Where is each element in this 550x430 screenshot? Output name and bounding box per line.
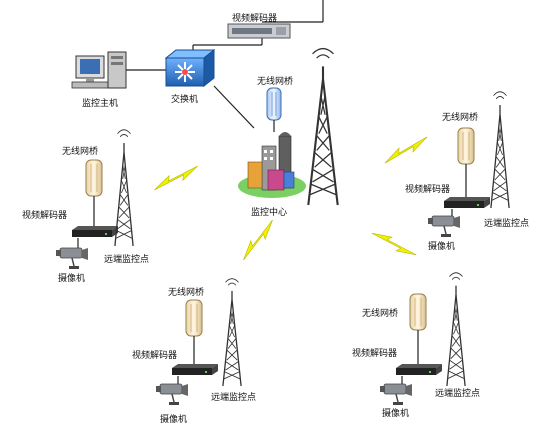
site-decoder[interactable]: [72, 226, 118, 237]
lightning-left: [150, 165, 202, 191]
center-wireless-bridge[interactable]: [266, 87, 282, 121]
building-icon: [238, 132, 306, 198]
site-radio-tower: [446, 272, 466, 387]
site-radio-tower: [490, 91, 510, 209]
site-decoder[interactable]: [444, 197, 490, 208]
site-remote-label: 远端监控点: [435, 387, 480, 399]
site-bridge-label: 无线网桥: [62, 145, 98, 157]
monitoring-center[interactable]: [238, 132, 306, 198]
site-remote-label: 远端监控点: [484, 217, 529, 229]
monitor-host[interactable]: [71, 51, 127, 89]
center-label: 监控中心: [251, 206, 287, 218]
remote-site-bottom-left: 无线网桥 视频解码器 摄像机 远端监控点: [132, 278, 256, 425]
site-wireless-bridge[interactable]: [185, 299, 203, 337]
site-camera[interactable]: [427, 215, 461, 238]
site-decoder[interactable]: [396, 364, 442, 375]
monitor-host-label: 监控主机: [82, 97, 118, 109]
site-camera[interactable]: [55, 247, 89, 270]
site-wireless-bridge[interactable]: [409, 293, 427, 331]
top-decoder: [227, 23, 291, 39]
site-camera-label: 摄像机: [428, 240, 455, 252]
center-bridge-label: 无线网桥: [257, 75, 293, 87]
lightning-bottom-left: [235, 219, 281, 261]
remote-site-bottom-right: 无线网桥 视频解码器 摄像机 远端监控点: [352, 272, 480, 419]
site-camera-label: 摄像机: [58, 272, 85, 284]
site-bridge-label: 无线网桥: [442, 111, 478, 123]
site-decoder-label: 视频解码器: [22, 209, 67, 221]
site-camera-label: 摄像机: [382, 407, 409, 419]
site-bridge-label: 无线网桥: [362, 307, 398, 319]
remote-site-left: 无线网桥 视频解码器 摄像机 远端监控点: [22, 128, 149, 284]
site-camera[interactable]: [379, 383, 413, 406]
site-remote-label: 远端监控点: [104, 253, 149, 265]
lightning-right: [381, 136, 431, 164]
monitor-host-icon: [71, 51, 127, 89]
site-decoder[interactable]: [172, 364, 218, 375]
switch[interactable]: [164, 48, 216, 88]
switch-label: 交换机: [171, 93, 198, 105]
remote-site-right: 无线网桥 视频解码器 摄像机 远端监控点: [405, 91, 529, 252]
site-camera[interactable]: [155, 383, 189, 406]
center-radio-tower: [307, 47, 339, 207]
site-camera-label: 摄像机: [160, 413, 187, 425]
site-bridge-label: 无线网桥: [168, 286, 204, 298]
site-decoder-label: 视频解码器: [405, 183, 450, 195]
site-radio-tower: [222, 278, 242, 387]
site-radio-tower: [114, 128, 134, 247]
site-wireless-bridge[interactable]: [457, 127, 475, 165]
site-decoder-label: 视频解码器: [352, 347, 397, 359]
top-decoder-label: 视频解码器: [232, 12, 277, 24]
site-decoder-label: 视频解码器: [132, 349, 177, 361]
lightning-bottom-right: [371, 223, 417, 265]
site-remote-label: 远端监控点: [211, 391, 256, 403]
site-wireless-bridge[interactable]: [85, 159, 103, 197]
switch-icon: [164, 48, 216, 88]
